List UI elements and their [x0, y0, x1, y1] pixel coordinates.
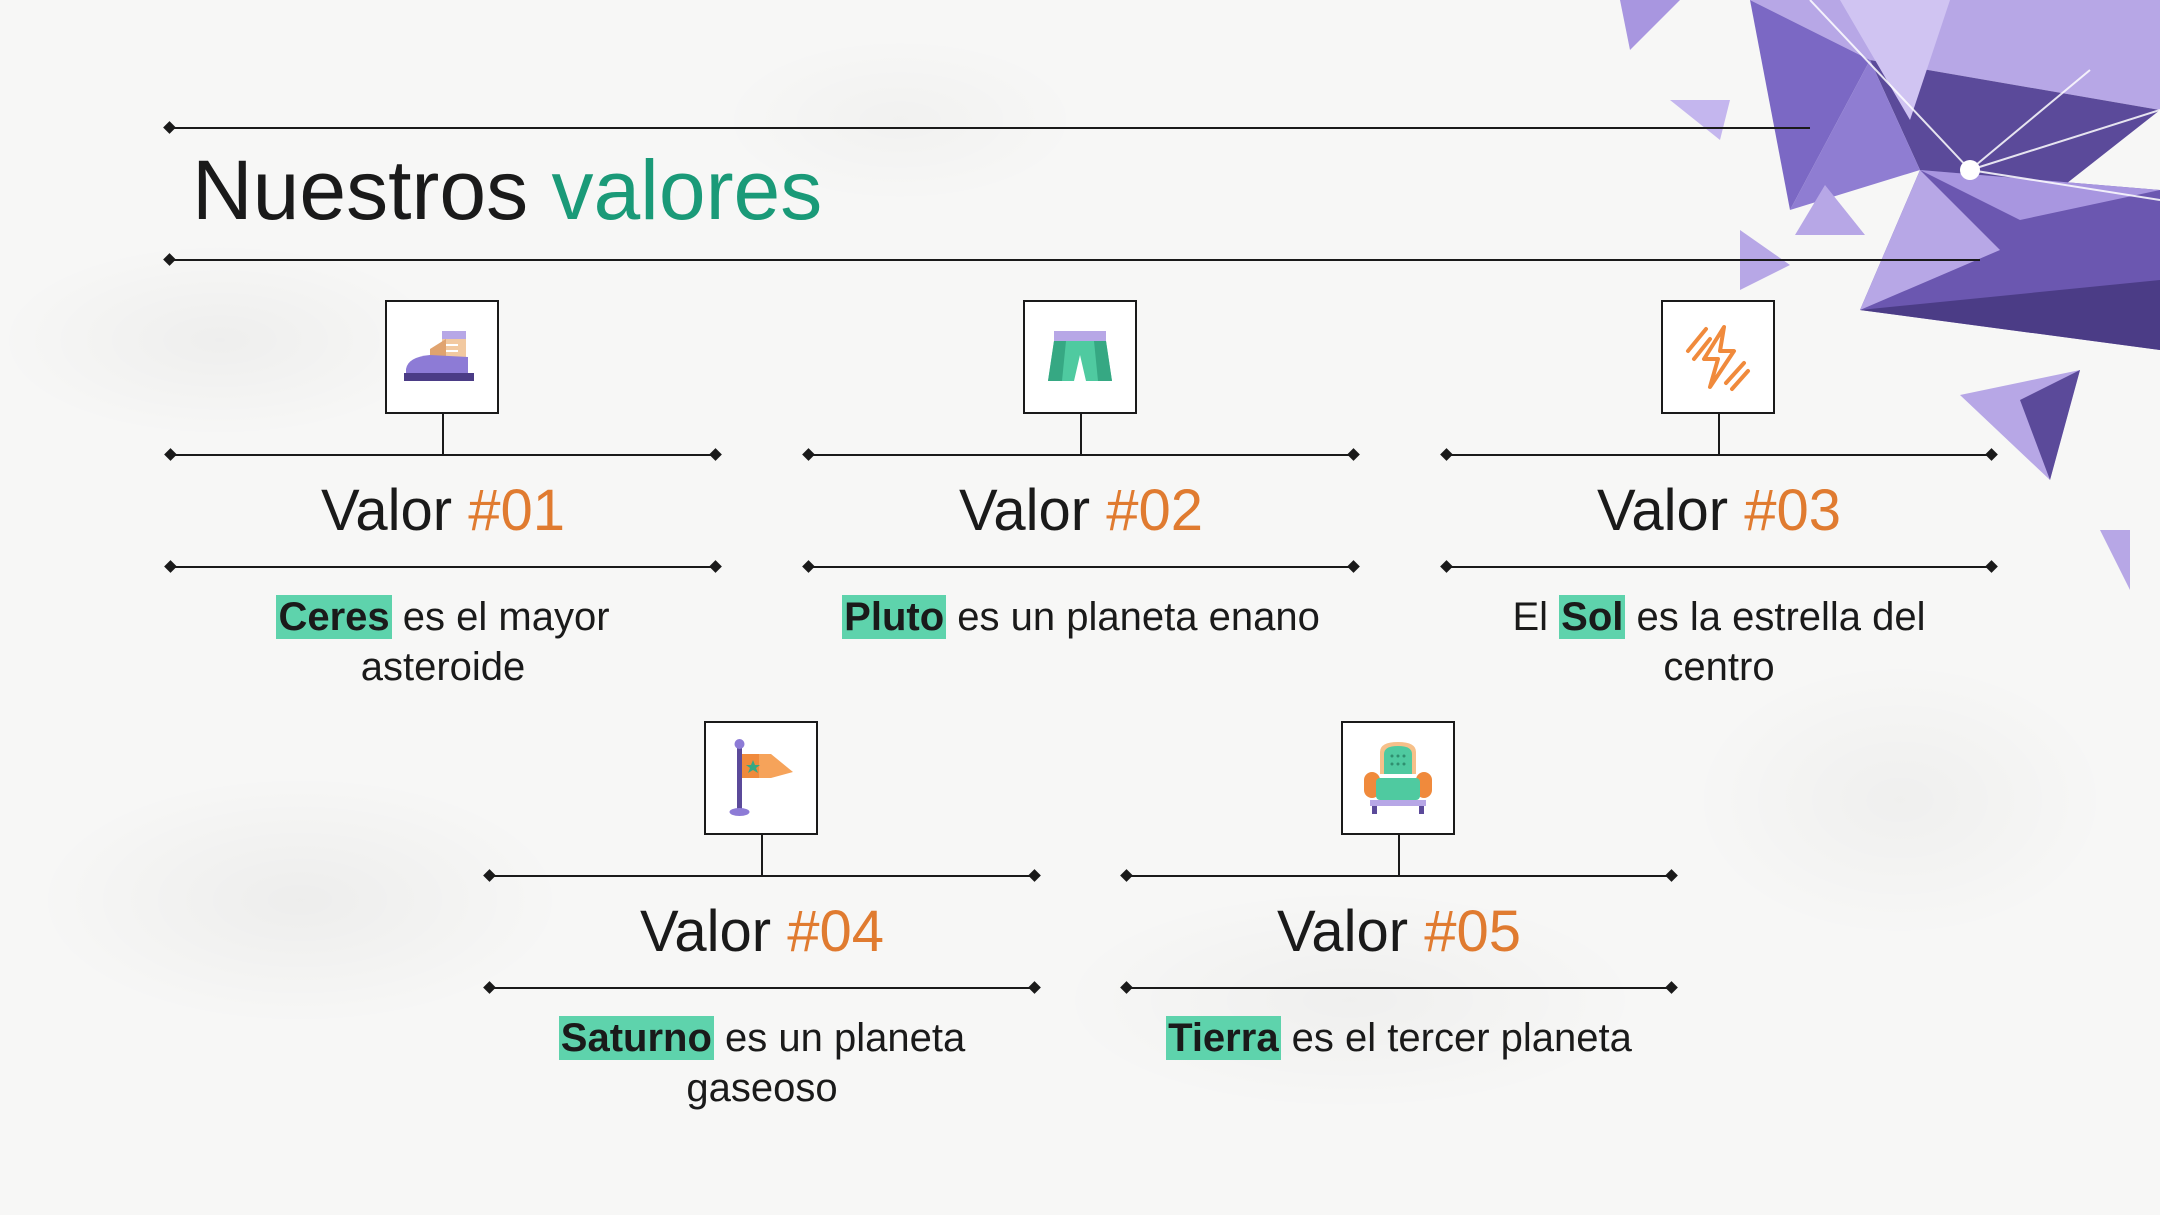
description-highlight: Ceres [276, 595, 392, 639]
value-description: Pluto es un planeta enano [803, 592, 1359, 642]
value-card-01: Valor #01 Ceres es el mayor asteroide [165, 300, 721, 720]
value-title: Valor #04 [484, 903, 1040, 961]
purple-crystal-decoration [1620, 0, 2160, 590]
value-connector [761, 835, 763, 875]
shorts-icon [1048, 331, 1112, 381]
value-connector [1080, 414, 1082, 454]
description-post: es el mayor asteroide [360, 595, 610, 689]
value-icon-box [704, 721, 818, 835]
title-accent: valores [551, 143, 823, 237]
value-icon-box [385, 300, 499, 414]
value-rule-top [171, 454, 715, 456]
value-card-03: Valor #03 El Sol es la estrella del cent… [1441, 300, 1997, 720]
value-connector [1718, 414, 1720, 454]
flag-icon [729, 739, 793, 816]
value-description: Saturno es un planeta gaseoso [542, 1013, 982, 1113]
value-icon-box [1341, 721, 1455, 835]
value-label: Valor [1276, 899, 1409, 964]
value-connector [442, 414, 444, 454]
value-label: Valor [1596, 478, 1729, 543]
armchair-icon [1364, 742, 1432, 814]
description-post: es la estrella del centro [1625, 595, 1926, 689]
lightning-icon [1686, 325, 1750, 391]
value-icon-box [1023, 300, 1137, 414]
value-card-02: Valor #02 Pluto es un planeta enano [803, 300, 1359, 720]
value-rule-bottom [1127, 987, 1671, 989]
value-number: #02 [1106, 478, 1203, 543]
description-post: es un planeta gaseoso [686, 1016, 966, 1110]
description-highlight: Sol [1559, 595, 1626, 639]
value-rule-top [1127, 875, 1671, 877]
value-rule-bottom [1447, 566, 1991, 568]
description-highlight: Tierra [1166, 1016, 1281, 1060]
value-label: Valor [639, 899, 772, 964]
value-title: Valor #01 [165, 482, 721, 540]
title-rule-top [170, 127, 1810, 129]
value-description: Ceres es el mayor asteroide [223, 592, 663, 692]
value-description: El Sol es la estrella del centro [1489, 592, 1949, 692]
value-rule-top [490, 875, 1034, 877]
value-title: Valor #05 [1121, 903, 1677, 961]
description-highlight: Saturno [558, 1016, 714, 1060]
value-title: Valor #03 [1441, 482, 1997, 540]
value-description: Tierra es el tercer planeta [1121, 1013, 1677, 1063]
title-rule-bottom [170, 259, 1980, 261]
value-number: #01 [468, 478, 565, 543]
page-title: Nuestros valores [192, 148, 822, 232]
value-number: #05 [1424, 899, 1521, 964]
value-rule-bottom [490, 987, 1034, 989]
value-icon-box [1661, 300, 1775, 414]
value-title: Valor #02 [803, 482, 1359, 540]
description-pre: El [1512, 595, 1560, 639]
value-rule-top [809, 454, 1353, 456]
hiking-boot-icon [404, 331, 474, 381]
value-connector [1398, 835, 1400, 875]
value-card-04: Valor #04 Saturno es un planeta gaseoso [484, 721, 1040, 1141]
value-card-05: Valor #05 Tierra es el tercer planeta [1121, 721, 1677, 1141]
value-number: #03 [1744, 478, 1841, 543]
value-label: Valor [958, 478, 1091, 543]
value-rule-bottom [171, 566, 715, 568]
title-main: Nuestros [192, 143, 529, 237]
description-highlight: Pluto [842, 595, 947, 639]
value-number: #04 [787, 899, 884, 964]
value-rule-bottom [809, 566, 1353, 568]
description-post: es un planeta enano [946, 595, 1320, 639]
value-rule-top [1447, 454, 1991, 456]
value-label: Valor [320, 478, 453, 543]
description-post: es el tercer planeta [1280, 1016, 1632, 1060]
